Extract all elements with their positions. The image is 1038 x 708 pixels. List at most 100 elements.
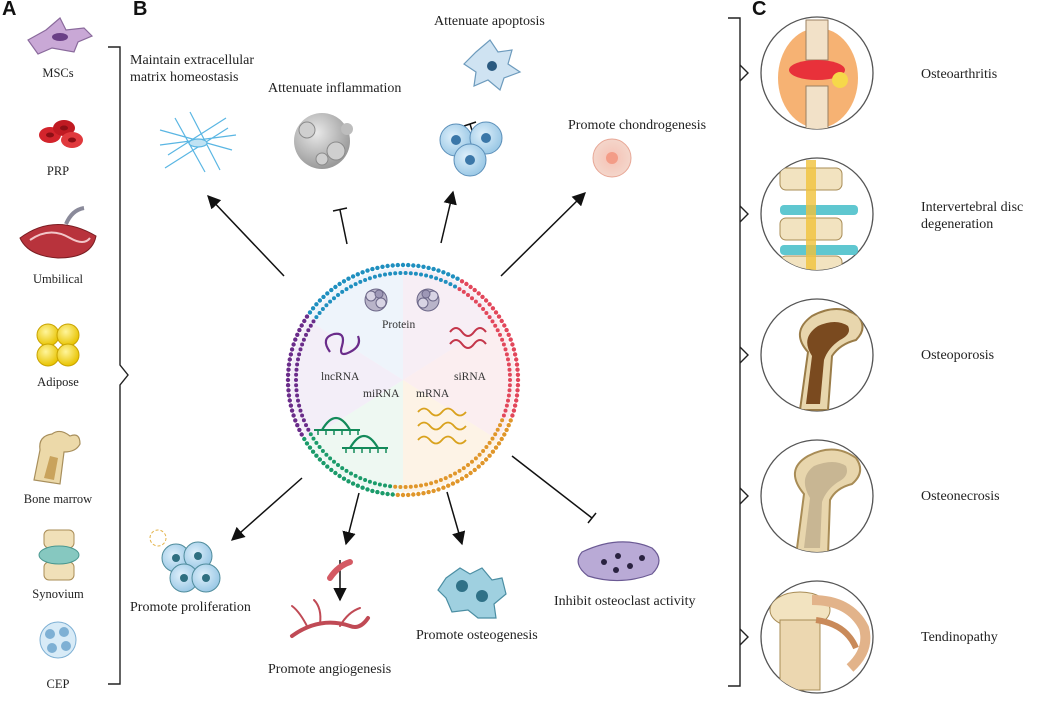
membrane-bead	[314, 302, 319, 307]
membrane-bead	[426, 265, 431, 271]
membrane-bead	[390, 263, 395, 268]
effect-label-proliferation: Promote proliferation	[130, 600, 251, 615]
membrane-bead	[320, 307, 325, 311]
membrane-bead	[408, 484, 413, 489]
membrane-bead	[487, 315, 492, 320]
ecm-network-icon	[159, 111, 237, 173]
membrane-bead	[298, 347, 303, 352]
cargo-label-lncrna: lncRNA	[321, 371, 360, 383]
membrane-bead	[349, 471, 353, 476]
membrane-bead	[487, 302, 492, 307]
membrane-bead	[286, 393, 292, 398]
membrane-bead	[310, 306, 316, 311]
membrane-bead	[515, 372, 521, 377]
membrane-bead	[337, 473, 342, 479]
membrane-bead	[419, 483, 423, 488]
effect-label-ecm-1: Maintain extracellular	[130, 53, 254, 68]
membrane-bead	[360, 485, 365, 490]
membrane-bead	[314, 453, 319, 458]
effect-label-ecm-2: matrix homeostasis	[130, 70, 239, 85]
membrane-bead	[358, 476, 363, 481]
osteoporosis-icon	[798, 308, 864, 411]
membrane-bead	[321, 294, 326, 300]
bone-marrow-icon	[33, 430, 81, 485]
membrane-bead	[302, 318, 307, 324]
membrane-bead	[350, 274, 356, 279]
membrane-bead	[514, 393, 520, 398]
membrane-bead	[441, 270, 446, 275]
effect-label-angiogenesis: Promote angiogenesis	[268, 662, 392, 677]
membrane-bead	[507, 372, 512, 377]
membrane-bead	[340, 289, 345, 294]
membrane-bead	[502, 323, 507, 328]
membrane-bead	[455, 276, 460, 281]
membrane-bead	[498, 332, 502, 337]
membrane-bead	[443, 279, 448, 284]
inhibit-inflammation-bar	[332, 207, 348, 212]
membrane-bead	[515, 383, 521, 388]
membrane-bead	[349, 284, 353, 289]
membrane-bead	[473, 456, 478, 461]
membrane-bead	[455, 479, 460, 484]
healthy-cells-icon	[439, 121, 503, 177]
disease-label-idd-1: Intervertebral disc	[921, 200, 1024, 215]
membrane-bead	[419, 272, 423, 277]
membrane-bead	[344, 468, 349, 473]
membrane-bead	[514, 357, 519, 362]
membrane-bead	[466, 293, 470, 297]
membrane-bead	[355, 272, 360, 277]
membrane-bead	[380, 264, 385, 269]
membrane-bead	[441, 485, 446, 490]
membrane-bead	[511, 347, 517, 352]
msc-icon	[27, 17, 94, 55]
membrane-bead	[508, 418, 513, 423]
membrane-bead	[484, 445, 489, 449]
arrow-angiogenesis	[342, 492, 360, 546]
membrane-bead	[291, 342, 296, 347]
membrane-bead	[285, 377, 291, 383]
membrane-bead	[461, 466, 466, 471]
membrane-bead	[459, 476, 465, 481]
membrane-bead	[506, 357, 510, 362]
membrane-bead	[320, 449, 325, 453]
arrow-ecm	[207, 195, 285, 277]
membrane-bead	[468, 284, 473, 290]
cep-icon	[39, 621, 77, 659]
membrane-bead	[481, 307, 486, 311]
membrane-bead	[429, 274, 434, 279]
membrane-bead	[400, 262, 406, 268]
membrane-bead	[502, 432, 507, 437]
apoptotic-cell-icon	[463, 39, 522, 92]
membrane-bead	[385, 263, 390, 269]
membrane-bead	[333, 470, 338, 476]
membrane-bead	[304, 423, 308, 428]
membrane-bead	[297, 327, 302, 333]
membrane-bead	[496, 314, 502, 319]
membrane-bead	[490, 449, 496, 454]
membrane-bead	[480, 294, 485, 300]
membrane-bead	[476, 291, 481, 296]
membrane-bead	[332, 459, 336, 464]
membrane-bead	[358, 279, 363, 284]
membrane-bead	[393, 484, 398, 489]
membrane-bead	[484, 311, 489, 315]
membrane-bead	[375, 489, 380, 495]
membrane-bead	[355, 483, 360, 488]
source-label-umbilical: Umbilical	[33, 272, 83, 286]
membrane-bead	[297, 427, 302, 433]
membrane-bead	[443, 476, 448, 481]
inhibit-apoptosis-bar	[463, 121, 477, 127]
osteonecrosis-icon	[794, 448, 862, 552]
tendinopathy-icon	[769, 591, 871, 691]
membrane-bead	[363, 478, 368, 482]
mirna-icon	[314, 416, 388, 453]
membrane-bead	[388, 271, 393, 276]
membrane-bead	[436, 268, 441, 273]
membrane-bead	[302, 436, 307, 442]
membrane-bead	[310, 449, 316, 454]
arrow-chondrogenesis	[500, 192, 586, 277]
osteoclast-icon	[577, 541, 660, 582]
diseases-bracket	[728, 17, 741, 687]
membrane-bead	[286, 367, 291, 372]
membrane-bead	[301, 337, 306, 342]
